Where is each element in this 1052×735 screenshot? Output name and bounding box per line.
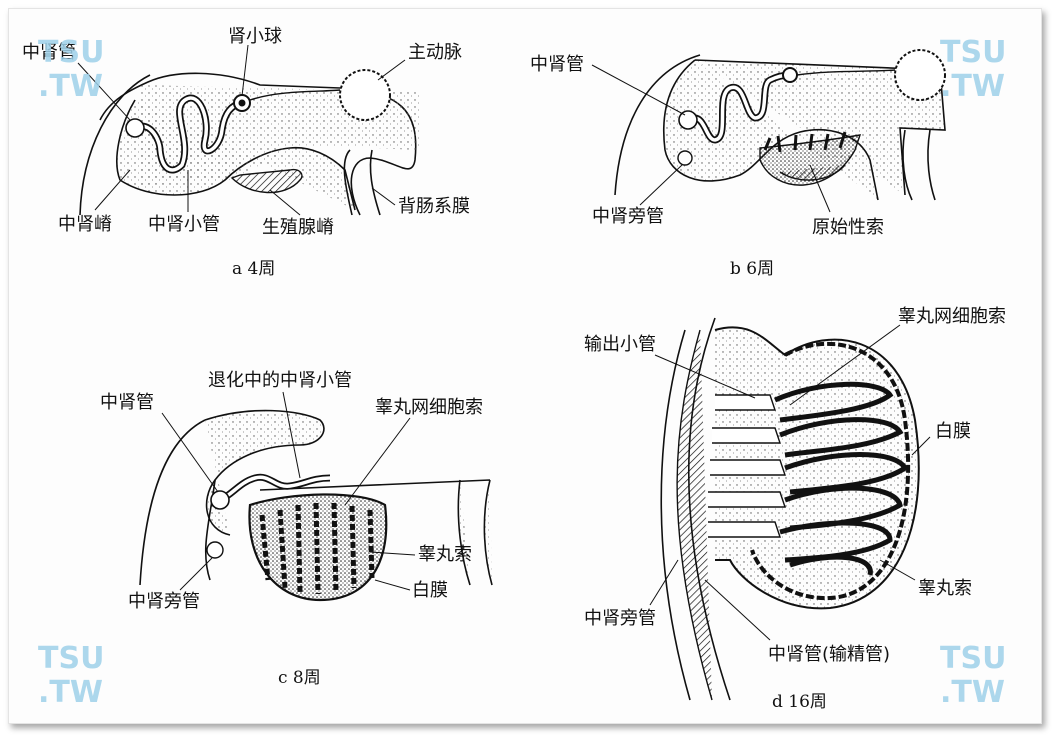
label-c-rete-testis-cords: 睾丸网细胞索 bbox=[375, 397, 483, 418]
caption-a: a 4周 bbox=[232, 259, 275, 279]
body-wall-c bbox=[140, 420, 205, 585]
svg-text:TSU: TSU bbox=[38, 641, 104, 676]
label-a-glomerulus: 肾小球 bbox=[228, 26, 282, 47]
label-d-rete-testis-cords: 睾丸网细胞索 bbox=[898, 306, 1006, 327]
mesonephric-duct-a bbox=[126, 119, 144, 137]
label-c-paramesonephric-duct: 中肾旁管 bbox=[128, 591, 200, 612]
label-d-testis-cords: 睾丸索 bbox=[918, 578, 972, 599]
label-a-dorsal-mesentery: 背肠系膜 bbox=[398, 196, 470, 217]
mesentery-b bbox=[903, 130, 935, 200]
label-a-aorta: 主动脉 bbox=[408, 42, 462, 63]
panel-b: 中肾管 中肾旁管 原始性索 b 6周 bbox=[530, 50, 945, 279]
mesonephric-duct-c bbox=[211, 491, 229, 509]
label-d-paramesonephric-duct: 中肾旁管 bbox=[584, 608, 656, 629]
panel-c: 退化中的中肾小管 中肾管 睾丸网细胞索 睾丸索 白膜 中肾旁管 c 8周 bbox=[100, 370, 492, 688]
aorta-a bbox=[340, 70, 390, 120]
label-b-primitive-cords: 原始性索 bbox=[812, 217, 884, 238]
watermark-top-right: TSU .TW bbox=[940, 35, 1006, 104]
watermark-top-left: TSU .TW bbox=[38, 35, 104, 104]
label-a-gonadal-ridge: 生殖腺嵴 bbox=[262, 216, 334, 238]
paramesonephric-duct-b bbox=[678, 151, 692, 165]
label-d-mesonephric-duct-vas: 中肾管(输精管) bbox=[768, 644, 890, 665]
svg-text:TSU: TSU bbox=[38, 35, 104, 70]
label-b-paramesonephric-duct: 中肾旁管 bbox=[592, 206, 664, 227]
svg-text:TSU: TSU bbox=[940, 35, 1006, 70]
label-d-tunica-albuginea: 白膜 bbox=[935, 421, 971, 442]
caption-d: d 16周 bbox=[772, 692, 827, 712]
watermark-bottom-right: TSU .TW bbox=[940, 641, 1006, 710]
watermark-bottom-left: TSU .TW bbox=[38, 641, 104, 710]
label-c-mesonephric-duct: 中肾管 bbox=[100, 392, 154, 413]
svg-text:TSU: TSU bbox=[940, 641, 1006, 676]
svg-text:.TW: .TW bbox=[940, 69, 1005, 104]
label-c-testis-cords: 睾丸索 bbox=[418, 544, 472, 565]
glomerulus-b bbox=[783, 68, 797, 82]
svg-text:.TW: .TW bbox=[38, 675, 103, 710]
caption-b: b 6周 bbox=[730, 259, 774, 279]
aorta-b bbox=[895, 50, 945, 100]
label-c-tunica-albuginea: 白膜 bbox=[412, 580, 448, 601]
paramesonephric-duct-c bbox=[207, 542, 223, 558]
label-d-efferent-ductules: 输出小管 bbox=[584, 334, 656, 355]
label-c-degenerating-tubule: 退化中的中肾小管 bbox=[208, 370, 352, 391]
label-b-mesonephric-duct: 中肾管 bbox=[530, 54, 584, 75]
caption-c: c 8周 bbox=[278, 668, 321, 688]
label-a-mesonephric-tubule: 中肾小管 bbox=[148, 214, 220, 235]
svg-text:.TW: .TW bbox=[940, 675, 1005, 710]
label-a-mesonephric-ridge: 中肾嵴 bbox=[58, 214, 112, 235]
svg-text:.TW: .TW bbox=[38, 69, 103, 104]
